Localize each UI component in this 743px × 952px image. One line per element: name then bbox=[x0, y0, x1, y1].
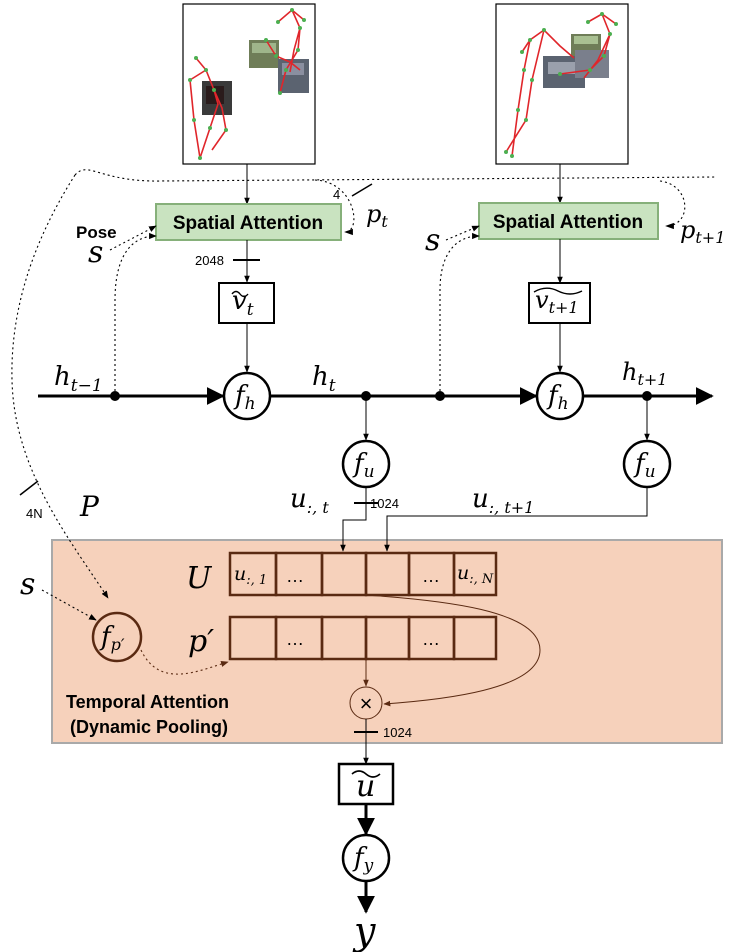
u-t-label: u:, t bbox=[290, 484, 329, 517]
u-tilde-mark bbox=[351, 770, 381, 778]
h-next-label: ht+1 bbox=[622, 358, 667, 389]
pose-label: Pose bbox=[76, 223, 117, 242]
dim-1024-label-u: 1024 bbox=[370, 496, 399, 511]
s-input-t: s bbox=[88, 235, 103, 270]
dim-1024-label-out: 1024 bbox=[383, 725, 412, 740]
pose-dotted-top bbox=[74, 169, 716, 182]
s-to-fp bbox=[41, 589, 97, 621]
v-t1-symbol: vt+1 bbox=[535, 286, 579, 317]
p-prime-cells bbox=[228, 615, 498, 661]
fu-t1-to-U bbox=[384, 487, 648, 552]
v-t-symbol: vt bbox=[232, 286, 254, 320]
h-to-spatial-t1 bbox=[439, 232, 480, 396]
u-tilde-symbol: u bbox=[356, 769, 375, 804]
pose-vector-label: P bbox=[79, 490, 100, 523]
temporal-title-line1: Temporal Attention bbox=[66, 692, 229, 712]
output-y: y bbox=[352, 909, 376, 952]
h-junction-t1-left bbox=[435, 391, 445, 401]
pt-dim-label: 4 bbox=[333, 187, 340, 202]
temporal-attention-panel bbox=[51, 539, 723, 744]
h-prev-label: ht−1 bbox=[54, 362, 103, 396]
s-to-spatial-t1 bbox=[445, 225, 480, 241]
fh-node-t1 bbox=[535, 371, 585, 421]
spatial-attention-label-t: Spatial Attention bbox=[173, 213, 323, 234]
u-tilde-box bbox=[337, 762, 395, 806]
fp-node bbox=[91, 611, 143, 663]
pose-dotted-curve bbox=[11, 174, 109, 599]
h-to-spatial-t bbox=[114, 232, 157, 396]
fp-to-p-prime bbox=[140, 649, 229, 675]
U-cell-dots-2: … bbox=[422, 566, 440, 586]
h-junction-t-1 bbox=[110, 391, 120, 401]
spatial-attention-label-t1: Spatial Attention bbox=[493, 212, 643, 233]
pt-feedback-loop bbox=[314, 179, 355, 236]
s-to-spatial-t bbox=[109, 225, 157, 251]
pose-image-t1 bbox=[495, 3, 629, 165]
temporal-title-line2: (Dynamic Pooling) bbox=[70, 717, 228, 737]
p-cell-dots-2: … bbox=[422, 629, 440, 649]
fp-node-label: fp′ bbox=[99, 622, 125, 654]
pt-symbol: pt bbox=[366, 200, 388, 231]
U-to-multiply bbox=[365, 594, 541, 707]
pose-dim-label: 4N bbox=[26, 506, 43, 521]
v-t-box bbox=[218, 282, 275, 324]
u-t1-label: u:, t+1 bbox=[472, 484, 534, 517]
s-input-temporal: s bbox=[20, 567, 35, 602]
multiply-symbol: × bbox=[360, 691, 373, 716]
h-t-label: ht bbox=[312, 362, 336, 396]
spatial-attention-box-t bbox=[155, 203, 342, 241]
p-prime-label: p′ bbox=[188, 624, 214, 659]
s-input-t1: s bbox=[425, 223, 440, 258]
dim-2048-label: 2048 bbox=[195, 253, 224, 268]
pt1-symbol: pt+1 bbox=[680, 216, 725, 247]
U-cell-first: u:, 1 bbox=[234, 563, 267, 588]
pose-image-t bbox=[182, 3, 316, 165]
U-cell-dots-1: … bbox=[286, 566, 304, 586]
pt-dim-tick bbox=[351, 183, 373, 197]
fh-node-t bbox=[222, 371, 272, 421]
p-cell-dots-1: … bbox=[286, 629, 304, 649]
U-cells bbox=[228, 551, 498, 597]
v-t1-tilde bbox=[533, 287, 583, 295]
spatial-attention-box-t1 bbox=[478, 202, 659, 240]
U-cell-last: u:, N bbox=[457, 562, 494, 587]
U-label: U bbox=[186, 561, 213, 596]
pose-dim-tick-4n bbox=[19, 480, 39, 496]
v-t-tilde bbox=[231, 290, 249, 298]
